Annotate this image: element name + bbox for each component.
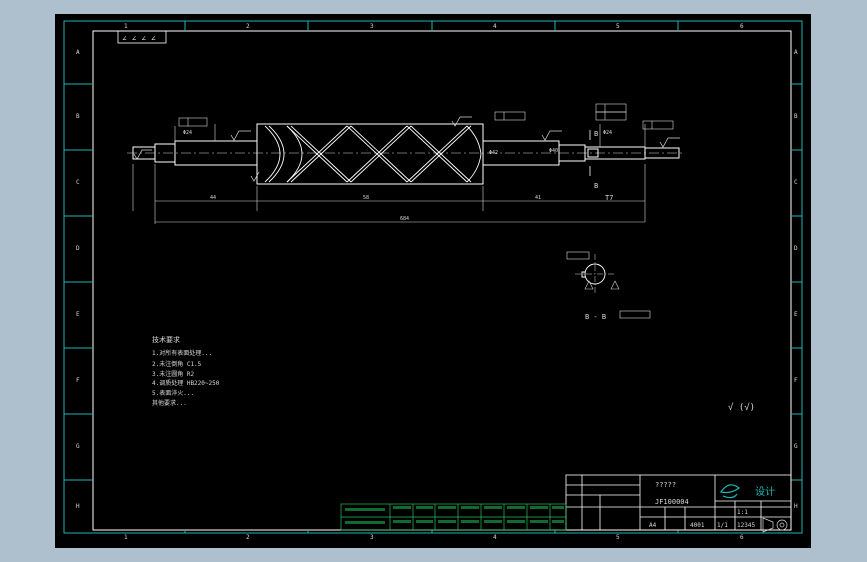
zone-label-left-G: G (76, 443, 80, 450)
zone-label-top-5: 5 (616, 23, 620, 30)
top-left-label-box (117, 30, 167, 44)
note-4: 4.调质处理 HB220~250 (152, 379, 220, 387)
svg-text:58: 58 (363, 195, 369, 201)
zone-label-left-H: H (76, 503, 80, 510)
svg-text:44: 44 (210, 195, 216, 201)
title-block-size: A4 (649, 522, 657, 529)
shaft-main-view[interactable] (127, 123, 685, 185)
title-block-part-name: ????? (655, 481, 676, 489)
svg-text:41: 41 (535, 195, 541, 201)
zone-grid (64, 21, 802, 533)
dim-t7-label: T7 (605, 194, 613, 202)
zone-label-left-C: C (76, 179, 80, 186)
title-block-mass: 4001 (690, 522, 705, 529)
zone-label-left-F: F (76, 377, 80, 384)
title-block[interactable] (565, 474, 792, 531)
note-2: 2.未注倒角 C1.5 (152, 360, 202, 368)
gd-and-t-frames (178, 103, 674, 130)
section-keyway (581, 271, 585, 278)
svg-text:Φ24: Φ24 (603, 130, 612, 136)
svg-text:684: 684 (400, 216, 409, 222)
zone-label-top-4: 4 (493, 23, 497, 30)
section-label-top: B (594, 130, 598, 138)
svg-text:Φ42: Φ42 (489, 150, 498, 156)
roughness-general-note: √ (√) (728, 402, 755, 413)
svg-text:Φ24: Φ24 (183, 130, 192, 136)
zone-label-right-A: A (794, 49, 798, 56)
zone-label-bottom-4: 4 (493, 534, 497, 541)
zone-label-bottom-2: 2 (246, 534, 250, 541)
technical-notes-heading: 技术要求 (152, 335, 180, 344)
section-view-label: B - B (585, 313, 606, 321)
zone-label-left-A: A (76, 49, 80, 56)
dimension-text: 44 58 41 T7 684 Φ24 Φ24 Φ40 Φ42 (183, 130, 613, 222)
process-table-fill (345, 506, 564, 524)
company-logo: 设计 (720, 484, 775, 499)
note-6: 其他要求... (152, 399, 187, 407)
top-left-label-text: ∠ ∠ ∠ ∠ (122, 34, 156, 43)
sheet-outer-border (63, 20, 803, 534)
zone-label-right-F: F (794, 377, 798, 384)
zone-label-right-H: H (794, 503, 798, 510)
section-label-bottom: B (594, 182, 598, 190)
zone-label-right-E: E (794, 311, 798, 318)
sheet-inner-border (92, 30, 792, 531)
zone-label-right-B: B (794, 113, 798, 120)
zone-label-left-D: D (76, 245, 80, 252)
roughness-symbols (133, 116, 680, 182)
title-block-sheet: 1/1 (717, 522, 728, 529)
zone-label-top-6: 6 (740, 23, 744, 30)
right-journal-end (644, 147, 680, 159)
zone-label-right-D: D (794, 245, 798, 252)
process-table (340, 503, 567, 531)
logo-text: 设计 (755, 485, 775, 498)
zone-label-left-B: B (76, 113, 80, 120)
zone-label-right-C: C (794, 179, 798, 186)
helical-grooves (264, 125, 482, 183)
title-block-drawing-number: JF100004 (655, 498, 689, 506)
roller-body (256, 123, 484, 185)
keyway (587, 148, 599, 158)
note-5: 5.表面淬火... (152, 389, 194, 397)
zone-label-right-G: G (794, 443, 798, 450)
note-1: 1.对所有表面处理... (152, 349, 212, 357)
zone-label-left-E: E (76, 311, 80, 318)
section-b-b-view[interactable] (566, 251, 651, 319)
zone-label-top-2: 2 (246, 23, 250, 30)
title-block-code: 12345 (737, 522, 755, 529)
zone-label-bottom-3: 3 (370, 534, 374, 541)
zone-label-top-3: 3 (370, 23, 374, 30)
title-block-scale: 1:1 (737, 509, 748, 516)
technical-notes: 技术要求 1.对所有表面处理... 2.未注倒角 C1.5 3.未注圆角 R2 … (152, 335, 220, 407)
svg-text:Φ40: Φ40 (549, 148, 558, 154)
dimension-lines (132, 124, 646, 224)
zone-label-bottom-6: 6 (740, 534, 744, 541)
logo-swirl-icon (720, 484, 740, 499)
zone-label-bottom-1: 1 (124, 534, 128, 541)
note-3: 3.未注圆角 R2 (152, 370, 194, 378)
zone-label-top-1: 1 (124, 23, 128, 30)
zone-label-bottom-5: 5 (616, 534, 620, 541)
projection-symbol-icon (762, 517, 788, 533)
